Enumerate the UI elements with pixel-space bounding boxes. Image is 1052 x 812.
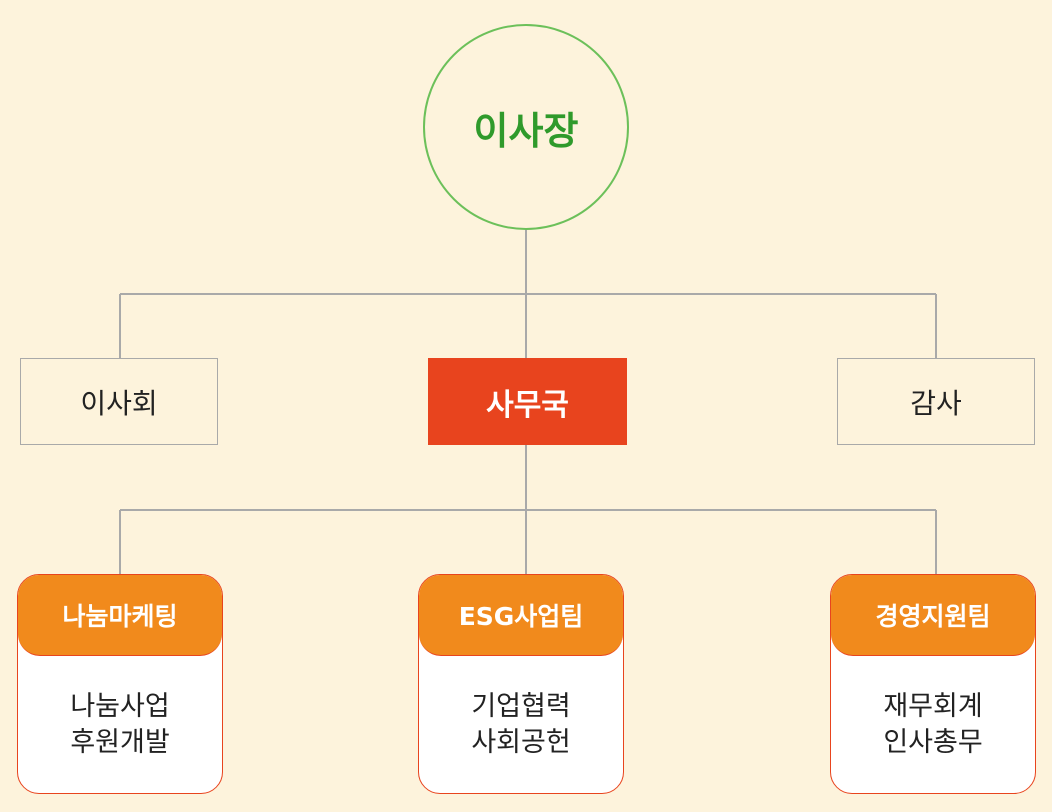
audit-node: 감사 (837, 358, 1035, 445)
audit-label: 감사 (910, 386, 962, 420)
team-duty: 인사총무 (883, 727, 983, 758)
team-card-esg: ESG사업팀 기업협력 사회공헌 (418, 574, 624, 794)
board-node: 이사회 (20, 358, 218, 445)
team-duty: 재무회계 (883, 691, 983, 722)
team-duty: 기업협력 (471, 691, 571, 722)
team-title: 나눔마케팅 (62, 602, 178, 631)
team-header: 나눔마케팅 (18, 575, 222, 656)
chairman-node: 이사장 (423, 24, 629, 230)
team-duty: 나눔사업 (70, 691, 170, 722)
team-body: 기업협력 사회공헌 (419, 656, 623, 793)
team-duty: 사회공헌 (471, 727, 571, 758)
secretariat-label: 사무국 (486, 387, 569, 423)
team-header: 경영지원팀 (831, 575, 1035, 656)
team-duty: 후원개발 (70, 727, 170, 758)
secretariat-node: 사무국 (428, 358, 627, 445)
team-card-management-support: 경영지원팀 재무회계 인사총무 (830, 574, 1036, 794)
team-header: ESG사업팀 (419, 575, 623, 656)
team-title: 경영지원팀 (875, 602, 991, 631)
team-title: ESG사업팀 (458, 602, 584, 631)
team-body: 나눔사업 후원개발 (18, 656, 222, 793)
team-body: 재무회계 인사총무 (831, 656, 1035, 793)
team-card-sharing-marketing: 나눔마케팅 나눔사업 후원개발 (17, 574, 223, 794)
board-label: 이사회 (80, 386, 158, 420)
chairman-label: 이사장 (473, 108, 579, 153)
